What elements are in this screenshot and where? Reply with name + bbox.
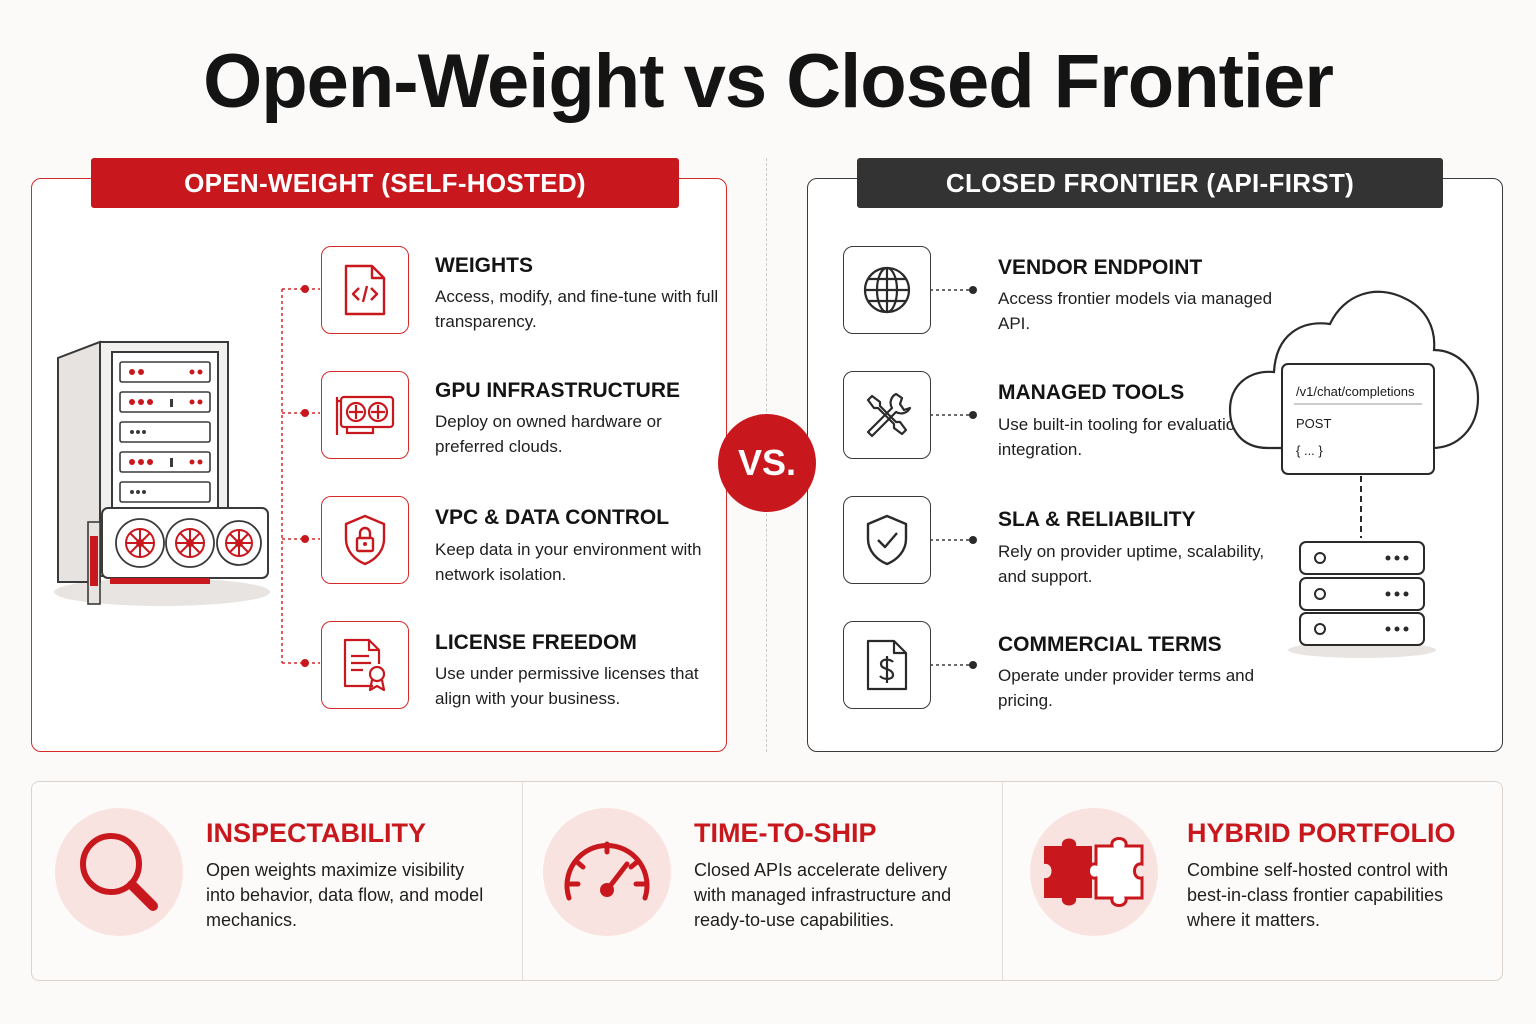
shield-lock-icon: [344, 514, 386, 566]
puzzle-icon: [1044, 837, 1144, 907]
gpu-infrastructure-title: GPU INFRASTRUCTURE: [435, 379, 680, 402]
shield-check-icon: [866, 514, 908, 566]
summary-divider: [1002, 782, 1003, 980]
time-to-ship-desc: Closed APIs accelerate delivery with man…: [694, 860, 952, 930]
inspectability-title: INSPECTABILITY: [206, 818, 427, 848]
managed-tools-title: MANAGED TOOLS: [998, 381, 1185, 404]
vendor-endpoint-desc: Access frontier models via managed API.: [998, 289, 1273, 333]
vendor-endpoint-title: VENDOR ENDPOINT: [998, 256, 1203, 279]
commercial-terms-desc: Operate under provider terms and pricing…: [998, 666, 1255, 710]
weights-desc: Access, modify, and fine-tune with full …: [435, 287, 719, 331]
sla-reliability-title: SLA & RELIABILITY: [998, 508, 1196, 531]
gpu-icon-box: [321, 371, 409, 459]
sla-icon-box: [843, 496, 931, 584]
time-to-ship-title: TIME-TO-SHIP: [694, 818, 877, 848]
cloud-api-illustration: /v1/chat/completions POST { ... }: [1228, 290, 1480, 658]
open-connectors: [281, 285, 320, 667]
commercial-terms-title: COMMERCIAL TERMS: [998, 633, 1222, 656]
open-weight-heading: OPEN-WEIGHT (SELF-HOSTED): [91, 158, 679, 208]
api-endpoint-text: /v1/chat/completions: [1296, 384, 1415, 399]
certificate-icon: [343, 638, 386, 692]
globe-icon: [863, 266, 911, 314]
gpu-card-icon: [335, 395, 395, 435]
managed-tools-icon-box: [843, 371, 931, 459]
gpu-infrastructure-desc: Deploy on owned hardware or preferred cl…: [435, 412, 662, 456]
closed-connectors: [930, 286, 977, 669]
server-rack-illustration: [54, 340, 270, 606]
weights-icon-box: [321, 246, 409, 334]
hybrid-portfolio-desc: Combine self-hosted control with best-in…: [1187, 860, 1449, 930]
page-title: Open-Weight vs Closed Frontier: [203, 39, 1334, 124]
license-icon-box: [321, 621, 409, 709]
license-freedom-title: LICENSE FREEDOM: [435, 631, 637, 654]
hybrid-portfolio-icon-circle: [1030, 808, 1158, 936]
summary-strip: [31, 781, 1503, 981]
summary-divider: [522, 782, 523, 980]
tools-icon: [866, 392, 912, 438]
magnifier-icon: [80, 833, 158, 911]
api-method-text: POST: [1296, 416, 1331, 431]
vpc-data-control-desc: Keep data in your environment with netwo…: [435, 540, 702, 584]
vs-badge: VS.: [718, 414, 816, 512]
inspectability-icon-circle: [55, 808, 183, 936]
hybrid-portfolio-title: HYBRID PORTFOLIO: [1187, 818, 1456, 848]
vpc-icon-box: [321, 496, 409, 584]
closed-frontier-heading: CLOSED FRONTIER (API-FIRST): [857, 158, 1443, 208]
sla-reliability-desc: Rely on provider uptime, scalability, an…: [998, 542, 1265, 586]
time-to-ship-icon-circle: [543, 808, 671, 936]
dollar-document-icon: [866, 639, 908, 691]
api-body-text: { ... }: [1296, 443, 1323, 458]
weights-title: WEIGHTS: [435, 254, 533, 277]
license-freedom-desc: Use under permissive licenses that align…: [435, 664, 699, 708]
vpc-data-control-title: VPC & DATA CONTROL: [435, 506, 670, 529]
inspectability-desc: Open weights maximize visibility into be…: [206, 860, 484, 930]
vendor-endpoint-icon-box: [843, 246, 931, 334]
code-file-icon: [344, 264, 386, 316]
managed-tools-desc: Use built-in tooling for evaluation and …: [998, 415, 1278, 459]
speedometer-icon: [564, 841, 650, 901]
commercial-terms-icon-box: [843, 621, 931, 709]
